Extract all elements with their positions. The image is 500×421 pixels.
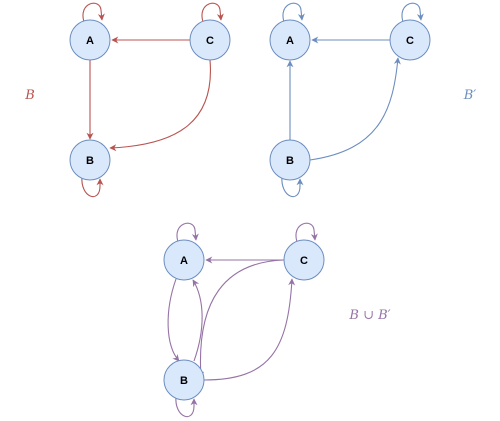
- node-label: C: [300, 255, 308, 267]
- edge-B-B-self-loop: [281, 175, 304, 198]
- graph-B-prime: A C B B′: [269, 2, 477, 198]
- edge-B-B-self-loop: [81, 175, 104, 198]
- graph-B-prime-label: B′: [463, 88, 477, 103]
- graph-B-prime-node-A: A: [269, 19, 311, 61]
- graph-union-node-B: B: [163, 359, 205, 401]
- node-label: B: [86, 155, 94, 167]
- edge-C-C-self-loop: [401, 2, 424, 23]
- node-label: C: [206, 35, 214, 47]
- edge-B-B-self-loop: [175, 395, 198, 418]
- graph-B-prime-node-B: B: [269, 139, 311, 181]
- edge-B-to-C: [203, 278, 296, 381]
- edge-C-C-self-loop: [295, 222, 318, 243]
- graph-union-label: B ∪ B′: [348, 308, 390, 323]
- edge-B-to-A: [192, 279, 203, 362]
- graph-B: A C B B: [24, 2, 231, 198]
- node-label: B: [286, 155, 294, 167]
- edge-B-to-C: [309, 57, 401, 161]
- graph-B-node-B: B: [69, 139, 111, 181]
- edge-A-A-self-loop: [82, 2, 105, 23]
- edge-C-C-self-loop: [201, 2, 224, 23]
- graph-B-node-A: A: [69, 19, 111, 61]
- graph-union-node-A: A: [163, 239, 205, 281]
- graph-union-node-C: C: [283, 239, 325, 281]
- node-label: A: [286, 35, 294, 47]
- edge-A-A-self-loop: [282, 2, 305, 23]
- node-label: C: [406, 35, 414, 47]
- node-label: B: [180, 375, 188, 387]
- edge-C-to-B: [197, 259, 285, 379]
- edge-C-to-B: [109, 59, 212, 152]
- graph-B-prime-node-C: C: [389, 19, 431, 61]
- node-label: A: [86, 35, 94, 47]
- graph-B-node-C: C: [189, 19, 231, 61]
- edge-A-to-B: [167, 278, 180, 362]
- graph-union: A C B B ∪ B′: [163, 222, 391, 418]
- edge-A-A-self-loop: [176, 222, 199, 243]
- graph-B-label: B: [24, 88, 35, 103]
- node-label: A: [180, 255, 188, 267]
